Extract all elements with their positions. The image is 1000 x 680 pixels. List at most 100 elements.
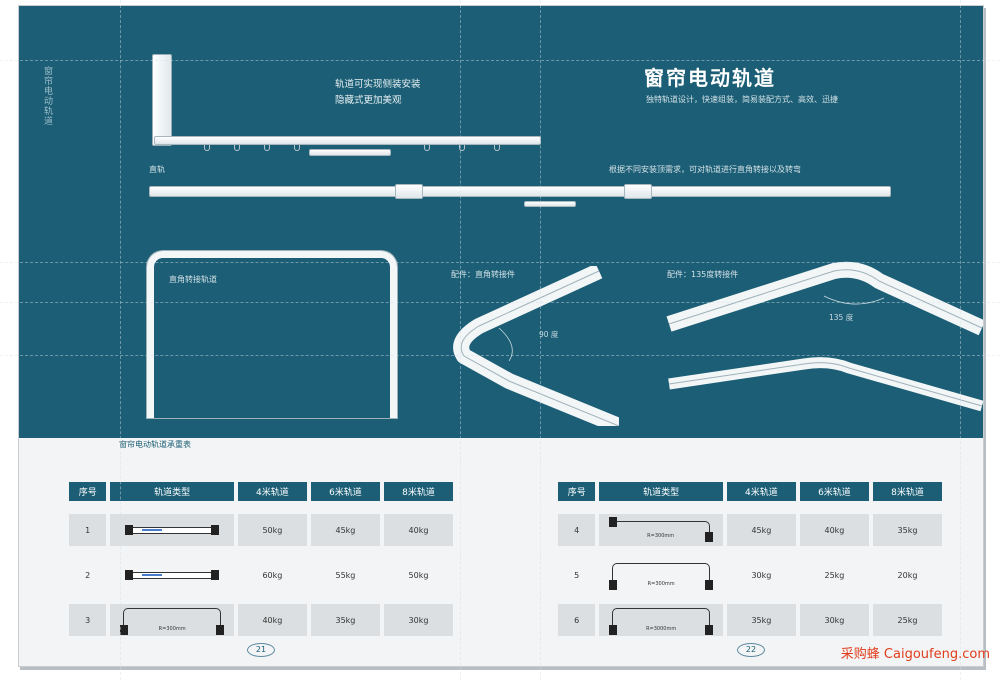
u-rail-label: 直角转接轨道: [169, 275, 217, 284]
page-title: 窗帘电动轨道: [644, 66, 776, 90]
page-subtitle: 独特轨道设计，快速组装，简易装配方式、高效、迅捷: [646, 95, 838, 104]
rail-type-cell: [110, 559, 233, 591]
col-header: 8米轨道: [383, 482, 453, 501]
guide-line: [0, 302, 1000, 303]
col-header: 6米轨道: [799, 482, 869, 501]
load-6m: 40kg: [799, 514, 869, 546]
u-rail: [147, 251, 397, 418]
rail-radius-label: R=300mm: [158, 625, 186, 632]
u-rail-icon: R=300mm: [120, 607, 225, 635]
page-number-right: 22: [737, 643, 765, 657]
corner-135-illustration: [666, 261, 983, 412]
row-number: 1: [69, 514, 107, 546]
guide-line: [540, 0, 541, 680]
guide-line: [0, 355, 1000, 356]
rail-hook: [459, 145, 465, 151]
rail-type-cell: [110, 514, 234, 546]
accessory-90-label: 配件：直角转接件: [451, 270, 515, 279]
load-8m: 20kg: [897, 570, 918, 580]
load-8m: 35kg: [872, 514, 942, 546]
page-number-left: 21: [247, 643, 275, 657]
teal-banner: 窗帘电动轨道 窗帘电动轨道 独特轨道设计，快速组装，简易装配方式、高效、迅捷 轨…: [19, 6, 983, 438]
row-number: 4: [558, 514, 596, 546]
rail-hook: [494, 145, 500, 151]
rail-type-cell: R=300mm: [110, 604, 234, 636]
l-rail-icon: R=300mm: [608, 516, 713, 542]
guide-line: [460, 0, 461, 680]
rail-hook: [294, 145, 300, 151]
straight-rail-icon: [125, 524, 220, 535]
row-number: 3: [69, 604, 107, 636]
col-header: 序号: [69, 482, 107, 501]
row-number: 6: [558, 604, 596, 636]
load-4m: 60kg: [262, 570, 283, 580]
rail-type-cell: R=300mm: [599, 559, 722, 591]
rail-type-cell: R=300mm: [599, 514, 723, 546]
col-header: 6米轨道: [310, 482, 380, 501]
rail-hook: [204, 145, 210, 151]
u-rail-icon: R=300mm: [609, 562, 714, 590]
straight-rail-label: 直轨: [149, 165, 165, 174]
col-header: 序号: [558, 482, 596, 501]
load-8m: 40kg: [383, 514, 453, 546]
rail-radius-label: R=3000mm: [646, 625, 677, 632]
hidden-rail-bracket: [309, 149, 391, 156]
load-4m: 30kg: [751, 570, 772, 580]
col-header: 8米轨道: [872, 482, 942, 501]
load-6m: 25kg: [824, 570, 845, 580]
rail-radius-label: R=300mm: [647, 580, 675, 587]
side-vertical-text: 窗帘电动轨道: [42, 66, 52, 126]
rail-joint: [624, 184, 652, 199]
install-note-2: 隐藏式更加美观: [335, 95, 402, 106]
rail-hook: [424, 145, 430, 151]
guide-line: [120, 0, 121, 680]
table-row: 2 60kg 55kg 50kg: [69, 559, 453, 591]
straight-rail-icon: [125, 569, 220, 580]
load-6m: 55kg: [335, 570, 356, 580]
rail-hook: [264, 145, 270, 151]
install-note-1: 轨道可实现侧装安装: [335, 79, 421, 90]
u-rail-icon: R=3000mm: [609, 607, 714, 635]
accessory-135-label: 配件：135度转接件: [667, 270, 739, 279]
rail-hook: [234, 145, 240, 151]
motor-unit: [152, 54, 172, 146]
load-4m: 40kg: [237, 604, 307, 636]
straight-rail: [149, 186, 891, 197]
load-8m: 50kg: [408, 570, 429, 580]
load-4m: 50kg: [237, 514, 307, 546]
bend-note: 根据不同安装顶需求，可对轨道进行直角转接以及转弯: [609, 165, 801, 174]
load-4m: 45kg: [726, 514, 796, 546]
row-number: 2: [85, 570, 91, 580]
angle-90-label: 90 度: [539, 330, 559, 339]
load-6m: 45kg: [310, 514, 380, 546]
load-6m: 35kg: [310, 604, 380, 636]
rail-type-cell: R=3000mm: [599, 604, 723, 636]
table-title: 窗帘电动轨道承重表: [119, 440, 191, 449]
catalog-spread: 窗帘电动轨道 窗帘电动轨道 独特轨道设计，快速组装，简易装配方式、高效、迅捷 轨…: [18, 5, 984, 667]
col-header: 4米轨道: [726, 482, 796, 501]
straight-rail-bracket: [524, 201, 576, 207]
load-4m: 35kg: [726, 604, 796, 636]
corner-90-illustration: [453, 266, 619, 426]
angle-135-label: 135 度: [829, 313, 854, 322]
guide-line: [0, 60, 1000, 61]
load-8m: 25kg: [872, 604, 942, 636]
rail-joint: [395, 184, 423, 199]
col-header: 4米轨道: [237, 482, 307, 501]
rail-radius-label: R=300mm: [647, 532, 675, 539]
watermark: 采购蜂 Caigoufeng.com: [840, 647, 990, 662]
col-header: 轨道类型: [110, 482, 234, 501]
load-8m: 30kg: [383, 604, 453, 636]
col-header: 轨道类型: [599, 482, 723, 501]
guide-line: [960, 0, 961, 680]
row-number: 5: [574, 570, 580, 580]
hidden-rail: [154, 136, 541, 145]
load-6m: 30kg: [799, 604, 869, 636]
